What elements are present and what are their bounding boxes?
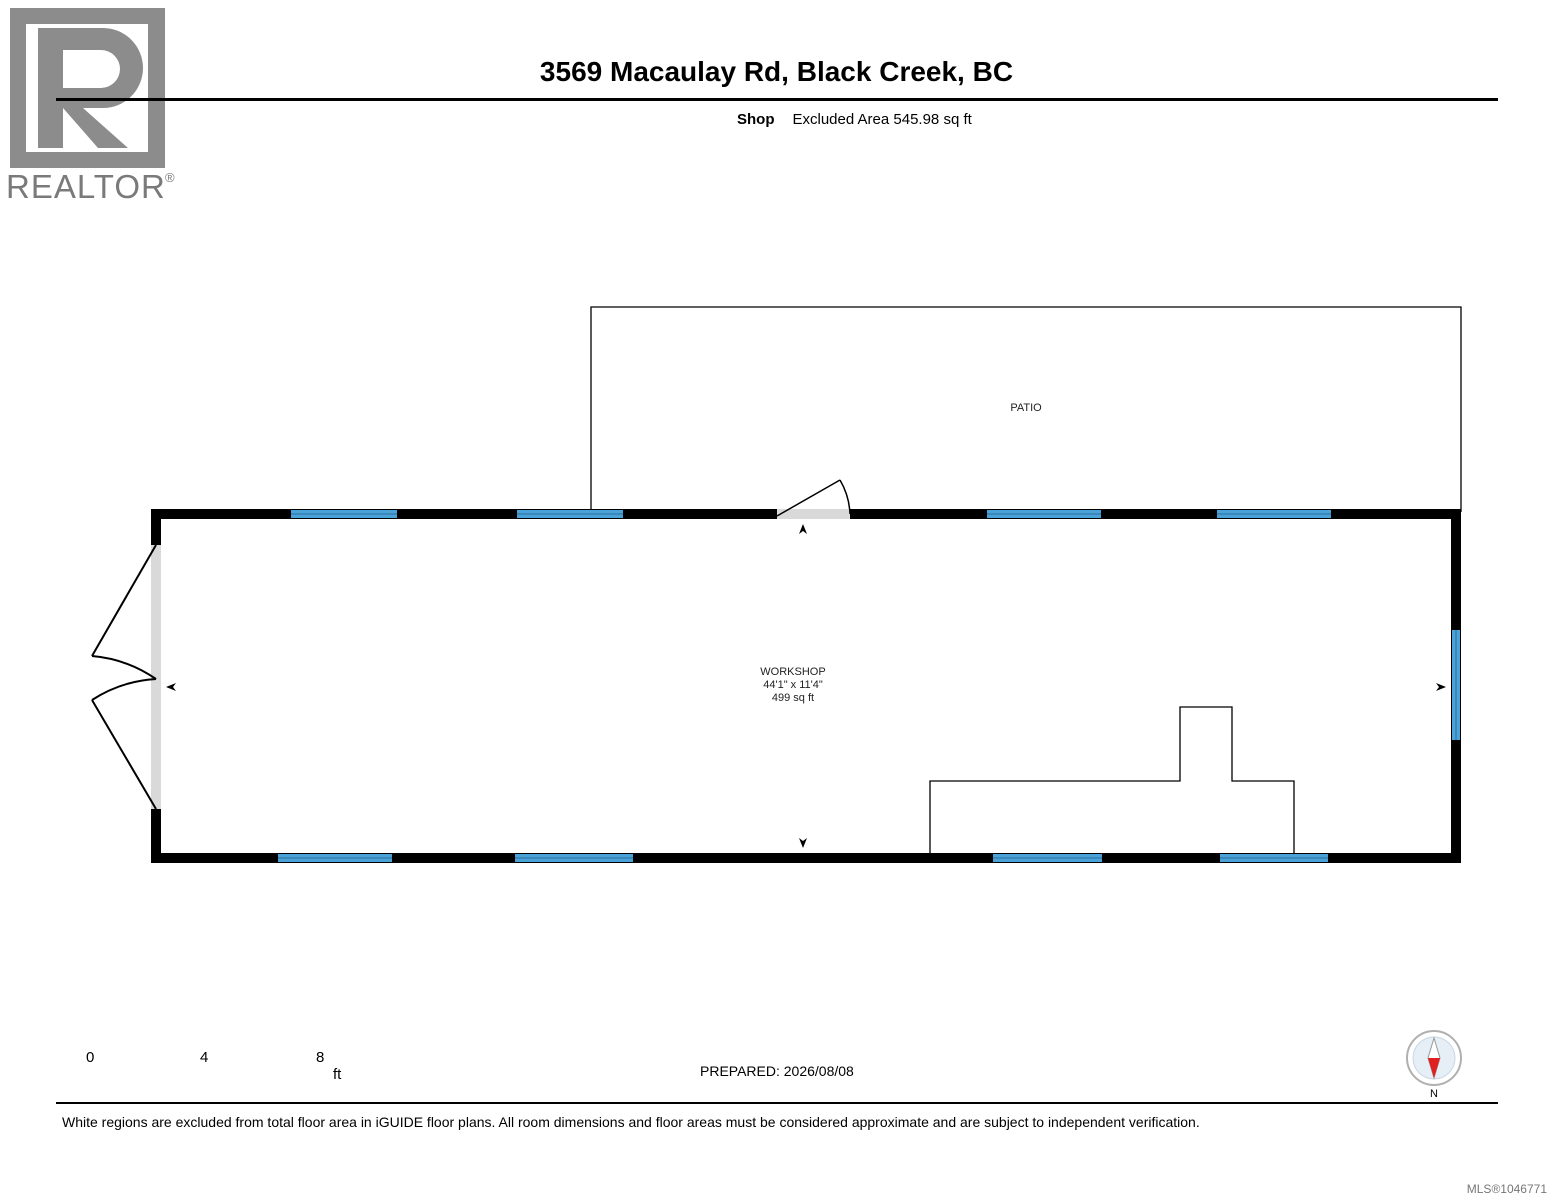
room-area: 499 sq ft [772, 692, 814, 704]
compass-north-icon: N [1406, 1030, 1462, 1100]
door-swing-left [91, 544, 157, 810]
patio-outline [590, 306, 1462, 512]
scale-tick-0: 0 [86, 1049, 95, 1066]
entry-arrows [166, 524, 1446, 848]
window [987, 510, 1101, 518]
entry-arrow-right [1436, 683, 1446, 691]
bench-outline [929, 706, 1295, 856]
entry-arrow-bottom [799, 838, 807, 848]
window [517, 510, 623, 518]
window [515, 854, 633, 862]
window [1217, 510, 1331, 518]
window [1220, 854, 1328, 862]
page-title: 3569 Macaulay Rd, Black Creek, BC [539, 56, 1014, 87]
patio-label: PATIO [1010, 402, 1042, 414]
window [993, 854, 1102, 862]
mls-number: MLS®1046771 [1466, 1182, 1547, 1196]
registered-mark: ® [165, 170, 175, 185]
floor-plan: PATIO [91, 306, 1462, 863]
scale-tick-8: 8 [316, 1049, 325, 1066]
title-divider [56, 98, 1498, 101]
door-swing-top [776, 479, 851, 517]
prepared-date: PREPARED: 2026/08/08 [700, 1063, 854, 1079]
entry-arrow-left [166, 683, 176, 691]
compass-label: N [1430, 1088, 1438, 1100]
door-threshold-top [777, 509, 850, 519]
entry-arrow-top [799, 524, 807, 534]
scale-unit: ft [333, 1066, 342, 1083]
room-name: WORKSHOP [760, 666, 825, 678]
room-dimensions: 44'1" x 11'4" [763, 679, 823, 691]
realtor-logo-text: REALTOR [6, 168, 166, 205]
disclaimer-text: White regions are excluded from total fl… [62, 1114, 1200, 1130]
windows [278, 510, 1460, 862]
scale-tick-4: 4 [200, 1049, 209, 1066]
floor-name: Shop [737, 111, 775, 128]
excluded-area-text: Excluded Area 545.98 sq ft [792, 111, 972, 128]
realtor-logo [10, 8, 165, 168]
door-threshold-left [151, 545, 161, 809]
floor-subtitle: Shop Excluded Area 545.98 sq ft [737, 111, 972, 128]
window [291, 510, 397, 518]
footer-divider [56, 1102, 1498, 1104]
window [278, 854, 392, 862]
window [1452, 630, 1460, 740]
